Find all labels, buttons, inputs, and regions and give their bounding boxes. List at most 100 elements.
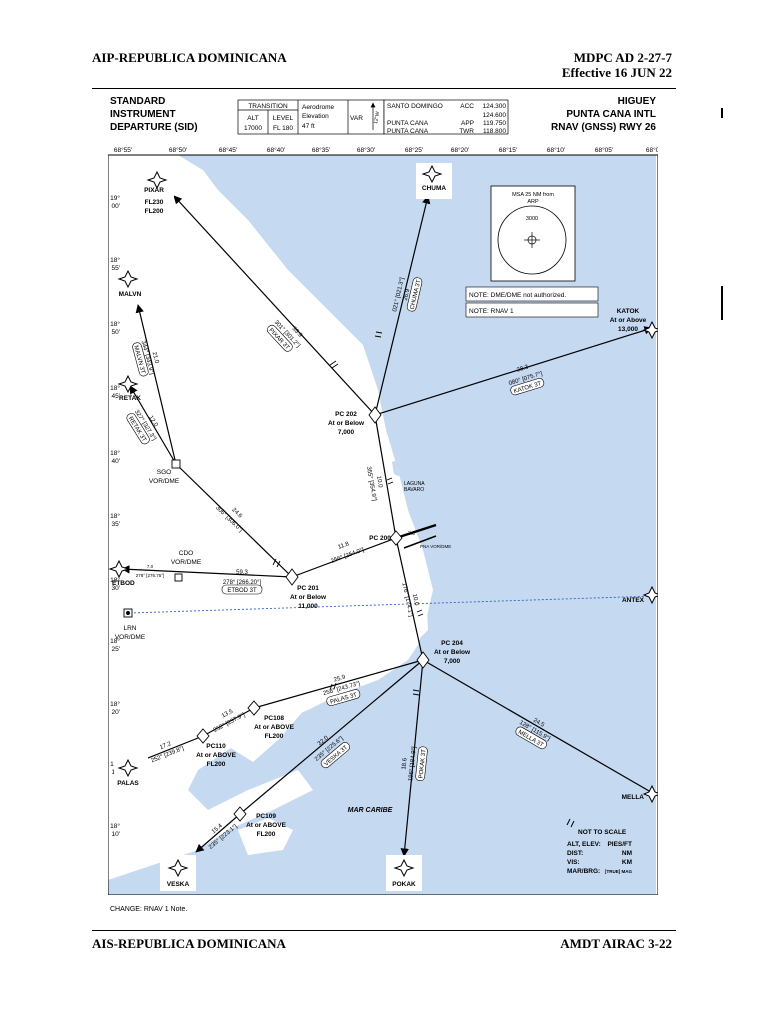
longitude-label: 68°50' [169, 146, 187, 154]
longitude-label: 68°55' [114, 146, 132, 154]
katok-waypoint-icon [642, 320, 658, 340]
fix-symbols [123, 406, 430, 822]
svg-text:124.300: 124.300 [483, 103, 507, 110]
pc109-fix-icon [233, 806, 247, 822]
katok-label: KATOK [617, 308, 640, 315]
transition-box: TRANSITION ALT 17000 LEVEL FL 180 Aerodr… [237, 99, 385, 135]
level-label: LEVEL [273, 115, 294, 122]
latitude-label: 18° [110, 637, 120, 645]
svg-text:NOT TO SCALE: NOT TO SCALE [578, 829, 627, 836]
latitude-label: 18° [110, 256, 120, 264]
pixar-label: PIXAR [144, 187, 164, 194]
longitude-label: 68°20' [451, 146, 469, 154]
runway-26 [395, 523, 437, 540]
latitude-label: 35' [112, 521, 120, 528]
svg-text:12.0: 12.0 [147, 415, 159, 429]
island [313, 668, 353, 690]
pc108-label: PC108 [264, 715, 284, 722]
route-palas-1 [253, 659, 424, 709]
change-note: CHANGE: RNAV 1 Note. [110, 906, 188, 913]
svg-text:DIST:: DIST: [567, 850, 583, 857]
svg-text:PUNTA CANA INTL: PUNTA CANA INTL [566, 109, 656, 120]
navaid-labels: SGO VOR/DME CDO VOR/DME LRN VOR/DME PNA … [115, 469, 451, 641]
mella-label: MELLA [622, 794, 645, 801]
svg-text:RNAV (GNSS) RWY 26: RNAV (GNSS) RWY 26 [551, 122, 656, 133]
mella-waypoint-icon [642, 784, 658, 804]
pc108-fix-icon [247, 700, 261, 716]
svg-text:SANTO DOMINGO: SANTO DOMINGO [387, 103, 443, 110]
svg-text:119.750: 119.750 [483, 120, 506, 127]
svg-text:MSA 25 NM from: MSA 25 NM from [512, 192, 554, 198]
svg-text:118.800: 118.800 [483, 128, 506, 135]
margin-mark [721, 108, 723, 118]
latitude-label: 40' [112, 458, 120, 465]
pc202-alt1: At or Below [328, 420, 365, 427]
svg-text:124.600: 124.600 [483, 112, 507, 119]
svg-text:17.2: 17.2 [159, 741, 173, 751]
svg-text:ETBOD 3T: ETBOD 3T [227, 588, 257, 594]
pc110-fix-icon [196, 728, 210, 744]
legend: NOT TO SCALE ALT, ELEV: PIES/FT DIST: NM… [566, 818, 632, 875]
waypoint-labels: PIXAR FL230 FL200 MALVN RETAK CHUMA KATO… [112, 185, 647, 888]
header-right-doc-id: MDPC AD 2-27-7 [573, 50, 672, 65]
latitude-label: 25' [112, 646, 120, 653]
latitude-label: 18° [110, 512, 120, 520]
margin-mark [721, 286, 723, 320]
latitude-label: 19° [110, 194, 120, 202]
etbod-waypoint-icon [108, 559, 130, 579]
svg-text:NOTE: DME/DME not authorized.: NOTE: DME/DME not authorized. [469, 292, 566, 299]
pc202-fix-icon [368, 406, 382, 424]
svg-text:7.0: 7.0 [147, 564, 154, 569]
svg-text:MAR/BRG:: MAR/BRG: [567, 868, 600, 875]
pc109-alt1: At or ABOVE [246, 822, 287, 829]
header-rule [92, 88, 676, 89]
pokak-waypoint-icon [393, 858, 415, 878]
chuma-label: CHUMA [422, 185, 446, 192]
pc200-label: PC 200 [369, 535, 391, 542]
level-value: FL 180 [273, 125, 293, 132]
latitude-label: 30' [112, 585, 120, 592]
route-chuma [374, 195, 431, 416]
map-border [108, 154, 658, 895]
svg-text:NM: NM [622, 850, 632, 857]
svg-text:278° [266.20°]: 278° [266.20°] [223, 580, 261, 586]
msa-box: MSA 25 NM from ARP 3000 [490, 185, 576, 282]
latitude-label: 20' [112, 709, 120, 716]
right-title-block: HIGUEY PUNTA CANA INTL RNAV (GNSS) RWY 2… [551, 96, 656, 133]
longitude-label: 68°10' [547, 146, 565, 154]
svg-text:LRN: LRN [123, 625, 136, 632]
svg-text:PIES/FT: PIES/FT [607, 841, 632, 848]
longitude-label: 68°00' [646, 146, 658, 154]
svg-text:TWR: TWR [459, 128, 474, 135]
svg-text:VOR/DME: VOR/DME [115, 634, 146, 641]
footer-right: AMDT AIRAC 3-22 [560, 936, 672, 951]
svg-text:PUNTA CANA: PUNTA CANA [387, 120, 429, 127]
route-katok [374, 326, 653, 416]
elev-value: 47 ft [302, 123, 315, 130]
svg-text:VOR/DME: VOR/DME [149, 478, 180, 485]
veska-label: VESKA [167, 881, 190, 888]
veska-waypoint-icon [167, 858, 189, 878]
antex-label: ANTEX [622, 597, 645, 604]
svg-text:278° [276.75°]: 278° [276.75°] [136, 573, 165, 578]
pc201-alt2: 11,000 [298, 603, 318, 610]
pc110-alt2: FL200 [207, 761, 226, 768]
pc204-alt1: At or Below [434, 649, 471, 656]
pixar-waypoint-icon [146, 170, 168, 190]
sea-area [108, 155, 656, 895]
svg-text:[TRUE] MAG: [TRUE] MAG [605, 869, 632, 874]
svg-text:MAR CARIBE: MAR CARIBE [348, 807, 393, 814]
svg-text:VOR/DME: VOR/DME [171, 559, 202, 566]
svg-text:LAGUNA: LAGUNA [404, 481, 425, 487]
pc201-label: PC 201 [297, 585, 319, 592]
svg-text:11.8: 11.8 [337, 541, 350, 551]
svg-text:VIS:: VIS: [567, 859, 580, 866]
pc108-alt1: At or ABOVE [254, 724, 295, 731]
longitude-label: 68°15' [499, 146, 517, 154]
pc202-alt2: 7,000 [338, 429, 355, 436]
lagoon [392, 460, 410, 476]
latitude-label: 00' [112, 203, 120, 210]
latitude-label: 10' [112, 831, 120, 838]
route-pokak [400, 659, 424, 857]
svg-text:SGO: SGO [157, 469, 171, 476]
